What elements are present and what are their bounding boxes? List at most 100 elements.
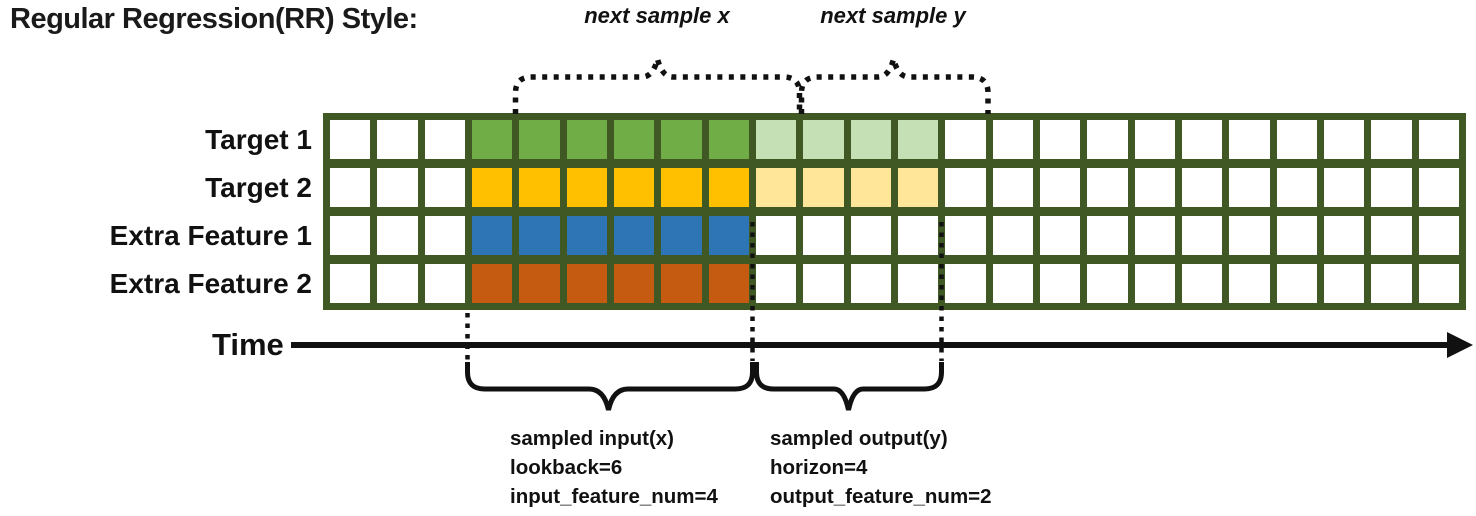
grid-cell [1323, 168, 1365, 207]
grid-cell [661, 216, 702, 255]
grid-cell [377, 120, 418, 159]
time-axis-arrowhead-icon [1447, 332, 1473, 358]
grid-cell [850, 216, 891, 255]
grid-cell [708, 216, 749, 255]
grid-cell [1323, 120, 1365, 159]
grid-cell [897, 168, 939, 207]
output-feature-num-value: output_feature_num=2 [770, 485, 992, 508]
next-sample-x-brace-icon [512, 58, 803, 114]
diagram-title: Regular Regression(RR) Style: [10, 3, 418, 35]
grid-cell [945, 216, 986, 255]
next-sample-y-label: next sample y [820, 3, 966, 28]
grid-cell [1371, 120, 1412, 159]
grid-cell [330, 168, 371, 207]
grid-cell [471, 168, 513, 207]
grid-cell [708, 168, 749, 207]
input-feature-num-value: input_feature_num=4 [510, 485, 718, 508]
grid-cell [1418, 264, 1459, 303]
grid-cell [613, 216, 655, 255]
grid-cell [471, 216, 513, 255]
grid-cell [661, 264, 702, 303]
grid-cell [1276, 264, 1317, 303]
grid-cell [1229, 264, 1270, 303]
grid-cell [1276, 120, 1317, 159]
grid-cell [519, 120, 560, 159]
row-label-target-2: Target 2 [205, 172, 312, 203]
grid-cell [1134, 216, 1175, 255]
grid-cell [519, 216, 560, 255]
grid-cell [613, 264, 655, 303]
grid-cell [803, 216, 844, 255]
grid-cell [1039, 120, 1081, 159]
next-sample-y-brace-icon [798, 58, 991, 114]
grid-cell [519, 264, 560, 303]
lookback-value: lookback=6 [510, 456, 623, 479]
grid-cell [1134, 264, 1175, 303]
grid-cell [897, 216, 939, 255]
grid-cell [1087, 264, 1128, 303]
grid-cell [1418, 120, 1459, 159]
grid-cell [992, 264, 1033, 303]
horizon-value: horizon=4 [770, 456, 868, 479]
grid-cell [1134, 168, 1175, 207]
grid-cell [1087, 168, 1128, 207]
grid-cell [1371, 264, 1412, 303]
grid-cell [1039, 168, 1081, 207]
grid-cell [1181, 264, 1223, 303]
grid-cell [850, 120, 891, 159]
grid-cell [945, 264, 986, 303]
grid-cell [519, 168, 560, 207]
grid-cell [850, 264, 891, 303]
grid-cell [850, 168, 891, 207]
grid-cell [803, 120, 844, 159]
grid-cell [377, 264, 418, 303]
grid-cell [330, 120, 371, 159]
grid-cell [377, 216, 418, 255]
grid-cell [803, 168, 844, 207]
grid-cell [1276, 168, 1317, 207]
grid-cell [424, 216, 465, 255]
grid-cell [1087, 216, 1128, 255]
grid-cell [708, 120, 749, 159]
grid-cell [424, 120, 465, 159]
sampled-output-brace-icon [754, 362, 944, 411]
sampled-input-title: sampled input(x) [510, 427, 675, 450]
grid-cell [1323, 264, 1365, 303]
grid-cell [566, 120, 607, 159]
row-label-extra-feature-1: Extra Feature 1 [109, 220, 312, 251]
time-axis-label: Time [212, 327, 284, 362]
grid-cell [661, 120, 702, 159]
grid-cell [1229, 168, 1270, 207]
sampled-input-annotation: sampled input(x) lookback=6 input_featur… [510, 424, 718, 511]
grid-cell [1418, 216, 1459, 255]
grid-cell [1371, 168, 1412, 207]
grid-cell [661, 168, 702, 207]
grid-cell [1181, 120, 1223, 159]
grid-cell [945, 168, 986, 207]
grid-cell [755, 120, 797, 159]
grid-cell [897, 264, 939, 303]
grid-cell [471, 264, 513, 303]
grid-cell [1039, 264, 1081, 303]
grid-cell [1229, 120, 1270, 159]
grid-cell [1229, 216, 1270, 255]
sampled-output-annotation: sampled output(y) horizon=4 output_featu… [770, 424, 992, 511]
grid-cell [945, 120, 986, 159]
sample-grid [323, 113, 1466, 310]
grid-cell [1181, 216, 1223, 255]
grid-cell [1181, 168, 1223, 207]
grid-cell [330, 216, 371, 255]
grid-cell [1418, 168, 1459, 207]
grid-cell [992, 216, 1033, 255]
grid-cell [1276, 216, 1317, 255]
grid-cell [1039, 216, 1081, 255]
grid-cell [330, 264, 371, 303]
grid-cell [566, 264, 607, 303]
grid-cell [471, 120, 513, 159]
grid-cell [424, 168, 465, 207]
sampled-output-title: sampled output(y) [770, 427, 948, 450]
row-label-extra-feature-2: Extra Feature 2 [109, 268, 312, 299]
grid-cell [755, 216, 797, 255]
grid-cell [613, 120, 655, 159]
